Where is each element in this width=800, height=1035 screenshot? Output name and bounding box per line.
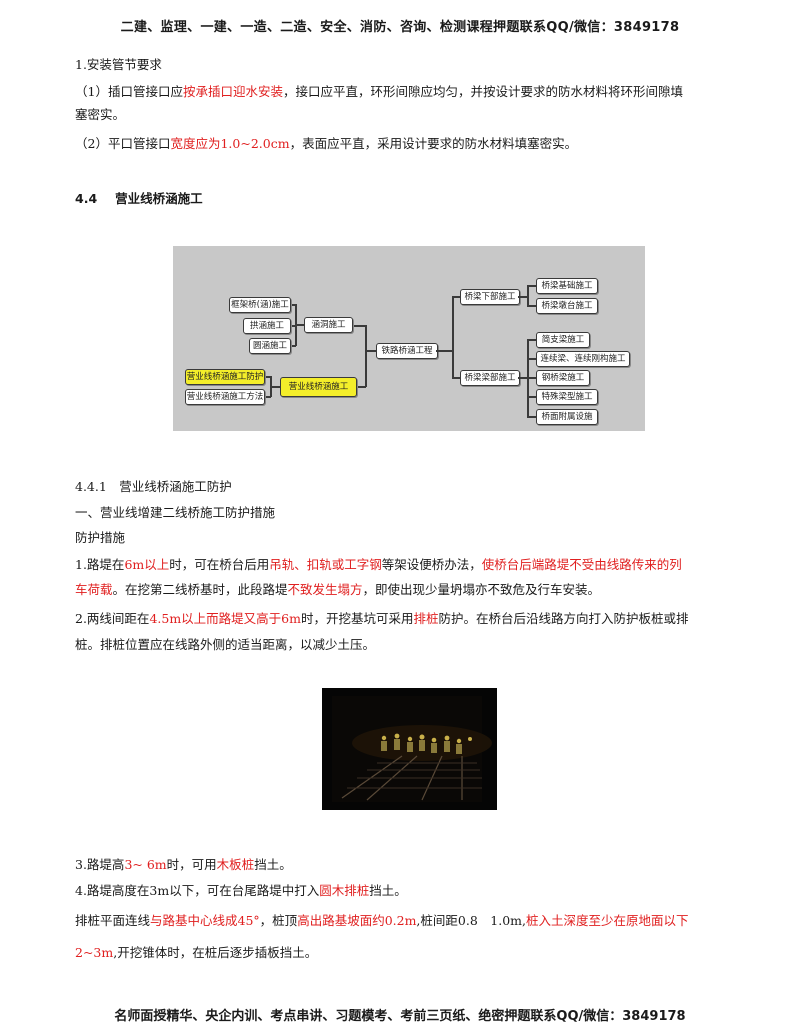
diagram-leaf: 桥梁墩台施工 [536,298,598,314]
diagram-node-highlight: 营业线桥涵施工 [280,377,357,397]
label-text: 防护措施 [75,530,126,545]
diagram-leaf: 钢桥梁施工 [536,370,590,386]
diagram-node-superstructure: 桥梁梁部施工 [460,370,520,386]
diagram-leaf: 简支梁施工 [536,332,590,348]
paragraph-cont: 塞密实。 [75,107,126,122]
mind-map-diagram: 铁路桥涵工程 涵洞施工 框架桥(涵)施工 拱涵施工 圆涵施工 营业线桥涵施工 营… [173,246,645,431]
diagram-leaf: 拱涵施工 [243,318,291,334]
paragraph: （2）平口管接口宽度应为1.0~2.0cm，表面应平直，采用设计要求的防水材料填… [75,136,578,151]
diagram-leaf: 特殊梁型施工 [536,389,598,405]
diagram-node-culvert: 涵洞施工 [304,317,353,333]
diagram-leaf: 桥面附属设施 [536,409,598,425]
diagram-leaf: 桥梁基础施工 [536,278,598,294]
section-title: 1.安装管节要求 [75,57,162,72]
page-footer: 名师面授精华、央企内训、考点串讲、习题模考、考前三页纸、绝密押题联系QQ/微信：… [114,1009,686,1024]
page-header: 二建、监理、一建、一造、二造、安全、消防、咨询、检测课程押题联系QQ/微信：38… [120,20,680,35]
paragraph-cont: 车荷载。在挖第二线桥基时，此段路堤不致发生塌方，即使出现少量坍塌亦不致危及行车安… [75,582,601,597]
paragraph-cont: 桩。排桩位置应在线路外侧的适当距离，以减少土压。 [75,637,376,652]
paragraph: 4.路堤高度在3m以下，可在台尾路堤中打入圆木排桩挡土。 [75,883,407,898]
diagram-leaf: 营业线桥涵施工方法 [185,389,265,405]
paragraph: （1）插口管接口应按承插口迎水安装，接口应平直，环形间隙应均匀，并按设计要求的防… [75,84,683,99]
diagram-node-substructure: 桥梁下部施工 [460,289,520,305]
paragraph: 1.路堤在6m以上时，可在桥台后用吊轨、扣轨或工字钢等架设便桥办法，使桥台后端路… [75,557,682,572]
paragraph-cont: 2~3m,开挖锥体时，在桩后逐步插板挡土。 [75,945,318,960]
paragraph: 2.两线间距在4.5m以上而路堤又高于6m时，开挖基坑可采用排桩防护。在桥台后沿… [75,611,689,626]
diagram-leaf-highlight: 营业线桥涵施工防护 [185,369,265,385]
diagram-leaf: 框架桥(涵)施工 [229,297,291,313]
subsection-subtitle: 一、营业线增建二线桥施工防护措施 [75,505,276,520]
diagram-root-node: 铁路桥涵工程 [376,343,438,359]
paragraph: 3.路堤高3~ 6m时，可用木板桩挡土。 [75,857,292,872]
diagram-leaf: 圆涵施工 [249,338,291,354]
diagram-leaf: 连续梁、连续刚构施工 [536,351,630,367]
construction-night-photo [322,688,497,810]
subsection-title: 4.4.1 营业线桥涵施工防护 [75,479,232,494]
paragraph: 排桩平面连线与路基中心线成45°，桩顶高出路基坡面约0.2m,桩间距0.8 1.… [75,913,689,928]
